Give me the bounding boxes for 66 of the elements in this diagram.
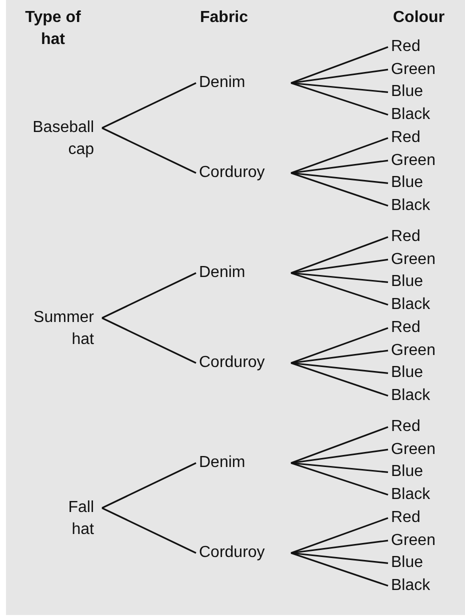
branch-line [290,258,388,274]
branch-line [290,82,388,116]
branch-line [290,272,388,283]
branch-line [102,272,196,319]
branch-line [290,82,388,93]
colour-label: Blue [391,552,457,574]
colour-label: Red [391,416,457,438]
branch-line [290,172,388,207]
branch-line [290,540,388,554]
colour-label: Green [391,438,457,461]
colour-label: Green [391,530,457,552]
branch-line [290,350,388,364]
fabric-label: Corduroy [199,542,291,564]
branch-line [290,517,388,554]
branch-line [102,462,196,509]
colour-label: Black [391,104,457,126]
colour-label: Blue [391,172,457,194]
colour-label: Blue [391,461,457,484]
colour-label: Black [391,574,457,597]
colour-label: Blue [391,271,457,294]
hat-type-label: Baseball cap [32,117,94,161]
colour-label: Black [391,484,457,506]
hat-type-label: Summer hat [34,307,94,351]
hat-type-label: Fall hat [68,497,94,541]
column-heading: Type of hat [24,8,82,50]
branch-line [290,362,388,397]
colour-label: Black [391,384,457,407]
colour-label: Red [391,127,457,149]
colour-label: Green [391,248,457,271]
branch-line [290,462,388,496]
branch-line [102,82,196,129]
branch-line [290,426,388,464]
branch-line [102,507,196,554]
branch-line [290,552,388,587]
column-heading: Fabric [200,8,250,28]
fabric-label: Denim [199,72,291,94]
branch-line [290,68,388,84]
colour-label: Black [391,194,457,217]
colour-label: Black [391,294,457,316]
colour-label: Green [391,58,457,81]
branch-line [290,362,388,374]
branch-line [290,172,388,184]
colour-label: Red [391,36,457,58]
branch-line [290,236,388,274]
branch-line [290,327,388,364]
colour-label: Blue [391,81,457,104]
fabric-label: Corduroy [199,352,291,374]
branch-line [290,448,388,464]
branch-line [290,462,388,473]
branch-line [290,552,388,564]
branch-line [290,46,388,84]
branch-line [102,317,196,364]
branch-line [290,160,388,174]
colour-label: Red [391,507,457,529]
colour-label: Red [391,226,457,248]
colour-label: Red [391,317,457,339]
colour-label: Green [391,150,457,172]
branch-line [290,137,388,174]
fabric-label: Denim [199,262,291,284]
fabric-label: Denim [199,452,291,474]
branch-line [290,272,388,306]
fabric-label: Corduroy [199,162,291,184]
colour-label: Blue [391,362,457,384]
branch-line [102,127,196,174]
column-heading: Colour [393,8,446,28]
colour-label: Green [391,340,457,362]
